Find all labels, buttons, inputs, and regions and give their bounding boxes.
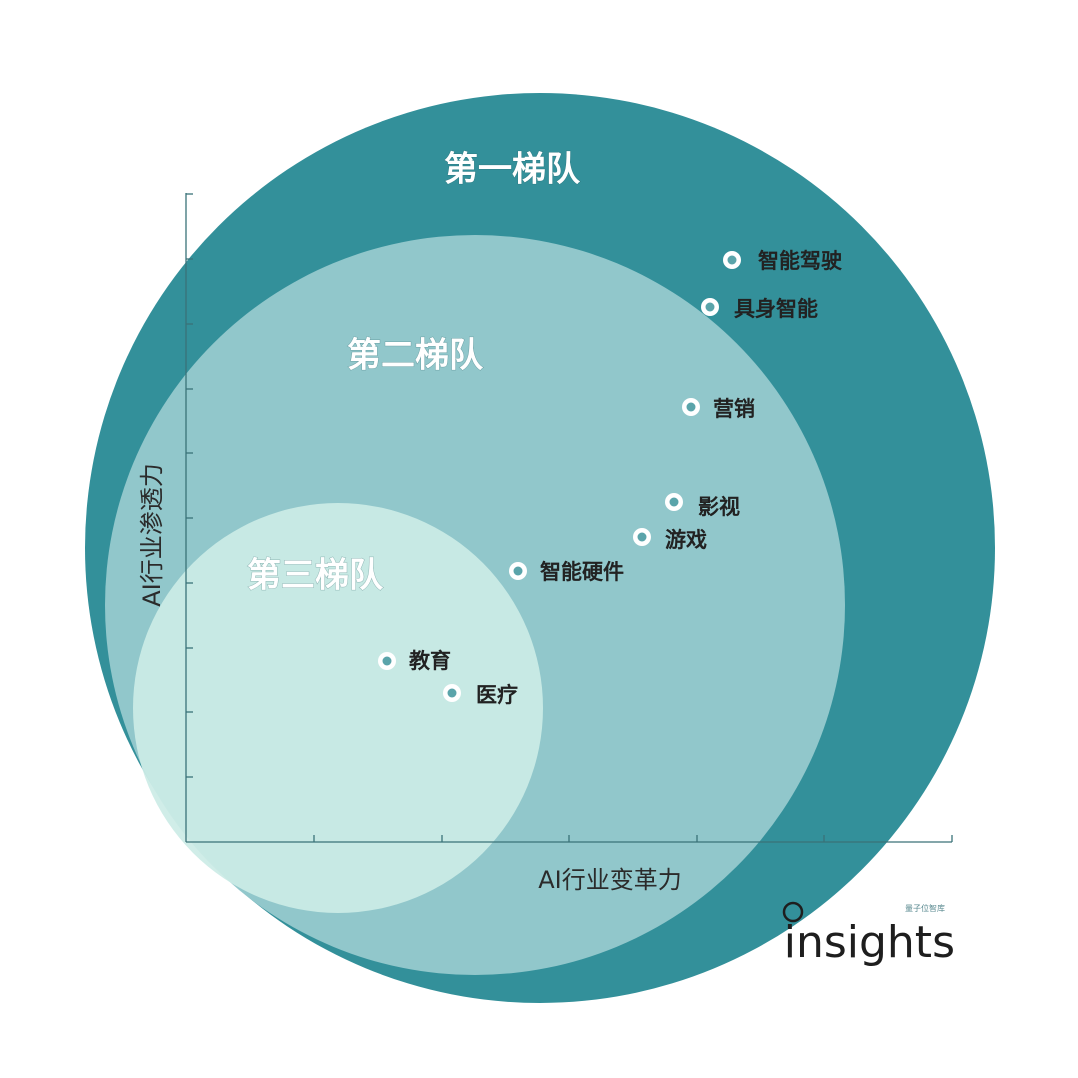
logo-dot-icon: [782, 901, 804, 923]
data-point: 具身智能: [701, 297, 818, 321]
y-axis-label: AI行业渗透力: [138, 463, 166, 607]
point-marker-inner: [669, 497, 679, 507]
point-label: 具身智能: [734, 297, 818, 321]
tier-circle-3: [133, 503, 543, 913]
tier-label-3: 第三梯队: [247, 556, 384, 596]
data-point: 影视: [665, 493, 740, 519]
data-point: 营销: [682, 397, 755, 421]
x-axis-label: AI行业变革力: [538, 866, 682, 894]
point-label: 智能硬件: [540, 560, 624, 584]
point-label: 教育: [409, 649, 451, 673]
point-marker-inner: [705, 302, 715, 312]
point-marker-inner: [447, 688, 457, 698]
data-point: 智能驾驶: [723, 249, 842, 273]
logo-small-text: 量子位智库: [905, 903, 945, 913]
point-label: 游戏: [665, 528, 707, 552]
tier-label-1: 第一梯队: [444, 150, 581, 190]
point-marker-inner: [686, 402, 696, 412]
axes: [185, 193, 953, 843]
point-label: 医疗: [476, 683, 518, 707]
data-point: 游戏: [633, 528, 707, 552]
point-label: 营销: [713, 397, 755, 421]
point-label: 智能驾驶: [758, 249, 842, 273]
point-marker-inner: [637, 532, 647, 542]
data-point: 智能硬件: [509, 560, 624, 584]
point-marker-inner: [382, 656, 392, 666]
data-point: 教育: [378, 649, 451, 673]
point-marker-inner: [513, 566, 523, 576]
logo-text: insights: [784, 917, 955, 968]
tier-label-2: 第二梯队: [347, 336, 484, 376]
insights-logo: 量子位智库 insights: [782, 901, 955, 968]
point-marker-inner: [727, 255, 737, 265]
point-label: 影视: [698, 495, 740, 519]
data-point: 医疗: [443, 683, 518, 707]
